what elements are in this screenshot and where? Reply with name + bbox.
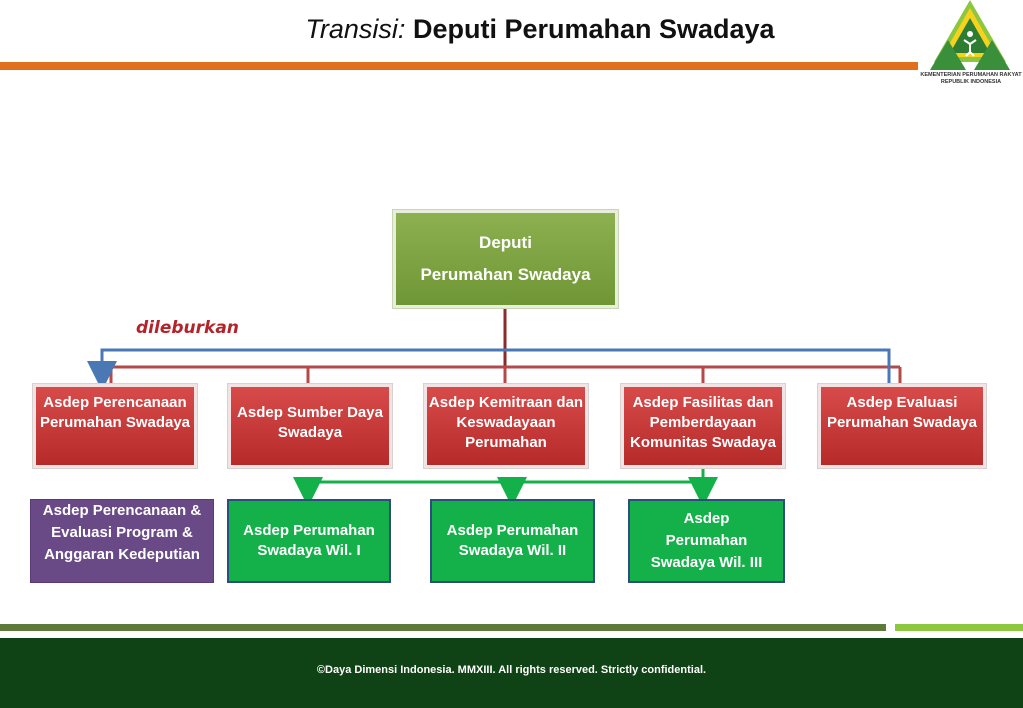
asdep-merged-box: Asdep Perencanaan & Evaluasi Program & A… [30,499,214,583]
asdep-sumber-daya-box: Asdep Sumber Daya Swadaya [228,384,392,468]
deputi-label-1: Deputi [479,233,532,252]
deputi-box: Deputi Perumahan Swadaya [393,210,618,308]
title-main: Deputi Perumahan Swadaya [412,14,775,44]
header-accent-bar [0,62,918,70]
ministry-logo-icon [930,0,1010,70]
footer: ©Daya Dimensi Indonesia. MMXIII. All rig… [0,638,1023,708]
footer-separator-light [895,624,1023,631]
footer-separator-dark [0,624,886,631]
merged-note: dileburkan [136,318,239,338]
asdep-evaluasi-box: Asdep Evaluasi Perumahan Swadaya [818,384,986,468]
asdep-kemitraan-box: Asdep Kemitraan dan Keswadayaan Perumaha… [424,384,588,468]
footer-copyright: ©Daya Dimensi Indonesia. MMXIII. All rig… [316,664,707,676]
title-prefix: Transisi: [305,14,406,44]
merge-arrow-blue [87,348,891,391]
page-title: Transisi: Deputi Perumahan Swadaya [0,14,1023,45]
asdep-perencanaan-box: Asdep Perencanaan Perumahan Swadaya [33,384,197,468]
asdep-wil-2-box: Asdep Perumahan Swadaya Wil. II [430,499,595,583]
asdep-fasilitas-box: Asdep Fasilitas dan Pemberdayaan Komunit… [621,384,785,468]
logo-caption: KEMENTERIAN PERUMAHAN RAKYAT REPUBLIK IN… [920,72,1022,85]
asdep-wil-1-box: Asdep Perumahan Swadaya Wil. I [227,499,391,583]
asdep-wil-3-box: Asdep Perumahan Swadaya Wil. III [628,499,785,583]
deputi-label-2: Perumahan Swadaya [420,265,591,284]
